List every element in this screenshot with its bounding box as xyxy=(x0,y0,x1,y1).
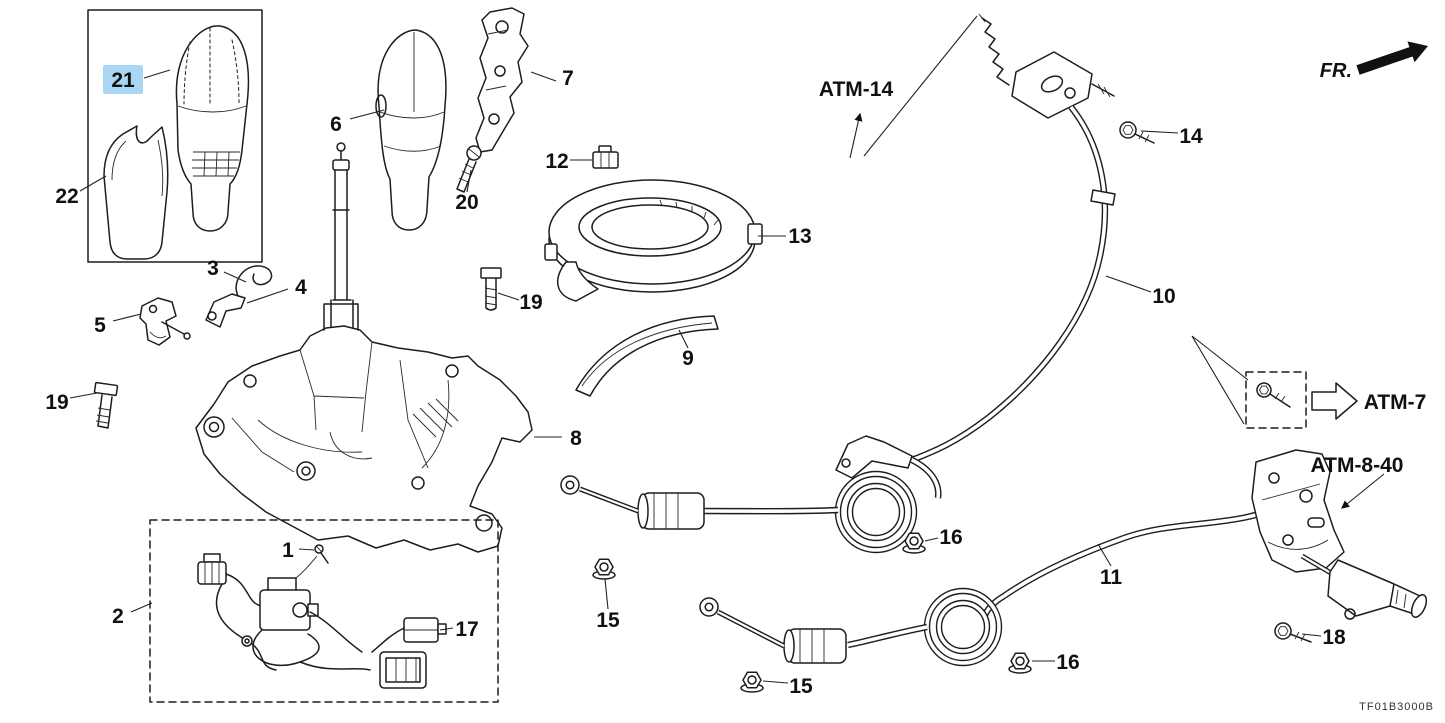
callout-14-label: 14 xyxy=(1179,125,1203,148)
callout-16-upper-label: 16 xyxy=(939,526,962,549)
callout-19-left-label: 19 xyxy=(45,391,68,414)
part-1-screw-drawing xyxy=(314,544,329,564)
part-9-arc-plate-drawing xyxy=(575,315,719,397)
callout-leader-lines xyxy=(69,69,1322,684)
callout-18-label: 18 xyxy=(1322,626,1346,649)
callout-6-label: 6 xyxy=(330,113,342,136)
callout-16-lower-label: 16 xyxy=(1056,651,1079,674)
atm14-leader-lines xyxy=(849,15,978,159)
part-16-nut-upper-drawing xyxy=(902,532,926,554)
atm7-bolt-box-drawing xyxy=(1191,335,1307,429)
callout-15-upper-label: 15 xyxy=(596,609,620,632)
ref-atm-8-40-label: ATM-8-40 xyxy=(1311,454,1404,477)
ref-atm-14-label: ATM-14 xyxy=(819,78,894,101)
part-19-bolt-left-drawing xyxy=(93,381,119,429)
part-16-nut-lower-drawing xyxy=(1008,652,1032,674)
ref-atm-7-label: ATM-7 xyxy=(1364,391,1427,414)
part-11-shift-cable-drawing xyxy=(699,497,1296,667)
lock-bracket-assembly-drawing xyxy=(1251,449,1428,620)
callout-7-label: 7 xyxy=(562,67,574,90)
part-15-nut-lower-drawing xyxy=(740,671,764,693)
callout-21-label[interactable]: 21 xyxy=(111,69,135,92)
callout-3-label: 3 xyxy=(207,257,219,280)
part-22-boot-drawing xyxy=(103,125,169,260)
callout-20-label: 20 xyxy=(455,191,478,214)
part-14-bolt-drawing xyxy=(1119,121,1155,144)
part-10-shift-cable-drawing xyxy=(560,13,1116,554)
callout-19-right-label: 19 xyxy=(519,291,542,314)
callout-8-label: 8 xyxy=(570,427,582,450)
fr-direction-label: FR. xyxy=(1320,60,1352,82)
part-13-bezel-drawing xyxy=(544,179,763,302)
atm8-40-leader-line xyxy=(1341,473,1385,509)
callout-9-label: 9 xyxy=(682,347,694,370)
part-7-bracket-drawing xyxy=(475,7,529,153)
part-20-screw-drawing xyxy=(456,145,482,193)
callout-15-lower-label: 15 xyxy=(789,675,813,698)
callout-2-label: 2 xyxy=(112,605,124,628)
atm7-arrow-icon xyxy=(1311,382,1358,420)
part-8-base-assembly-drawing xyxy=(195,303,533,553)
part-17-switch-drawing xyxy=(371,617,447,653)
part-18-bolt-drawing xyxy=(1274,622,1312,643)
callout-13-label: 13 xyxy=(788,225,811,248)
callout-22-label: 22 xyxy=(55,185,78,208)
callout-1-label: 1 xyxy=(282,539,294,562)
part-5-bracket-drawing xyxy=(139,297,191,346)
part-4-lever-drawing xyxy=(205,293,246,328)
callout-10-label: 10 xyxy=(1152,285,1175,308)
part-15-nut-upper-drawing xyxy=(592,558,616,580)
callout-12-label: 12 xyxy=(545,150,568,173)
callout-11-label: 11 xyxy=(1100,566,1123,589)
callout-21-highlight xyxy=(103,65,143,94)
part-6-shift-knob-drawing xyxy=(375,29,447,231)
callout-4-label: 4 xyxy=(295,276,307,299)
knob-detail-box xyxy=(87,9,263,263)
part-12-clip-drawing xyxy=(592,145,619,169)
callout-5-label: 5 xyxy=(94,314,106,337)
part-21-shift-knob-drawing xyxy=(175,25,250,232)
part-19-bolt-right-drawing xyxy=(480,267,502,311)
part-2-harness-drawing xyxy=(149,519,499,703)
fr-arrow-icon xyxy=(1356,41,1428,75)
callout-17-label: 17 xyxy=(455,618,478,641)
drawing-code: TF01B3000B xyxy=(1359,701,1434,713)
